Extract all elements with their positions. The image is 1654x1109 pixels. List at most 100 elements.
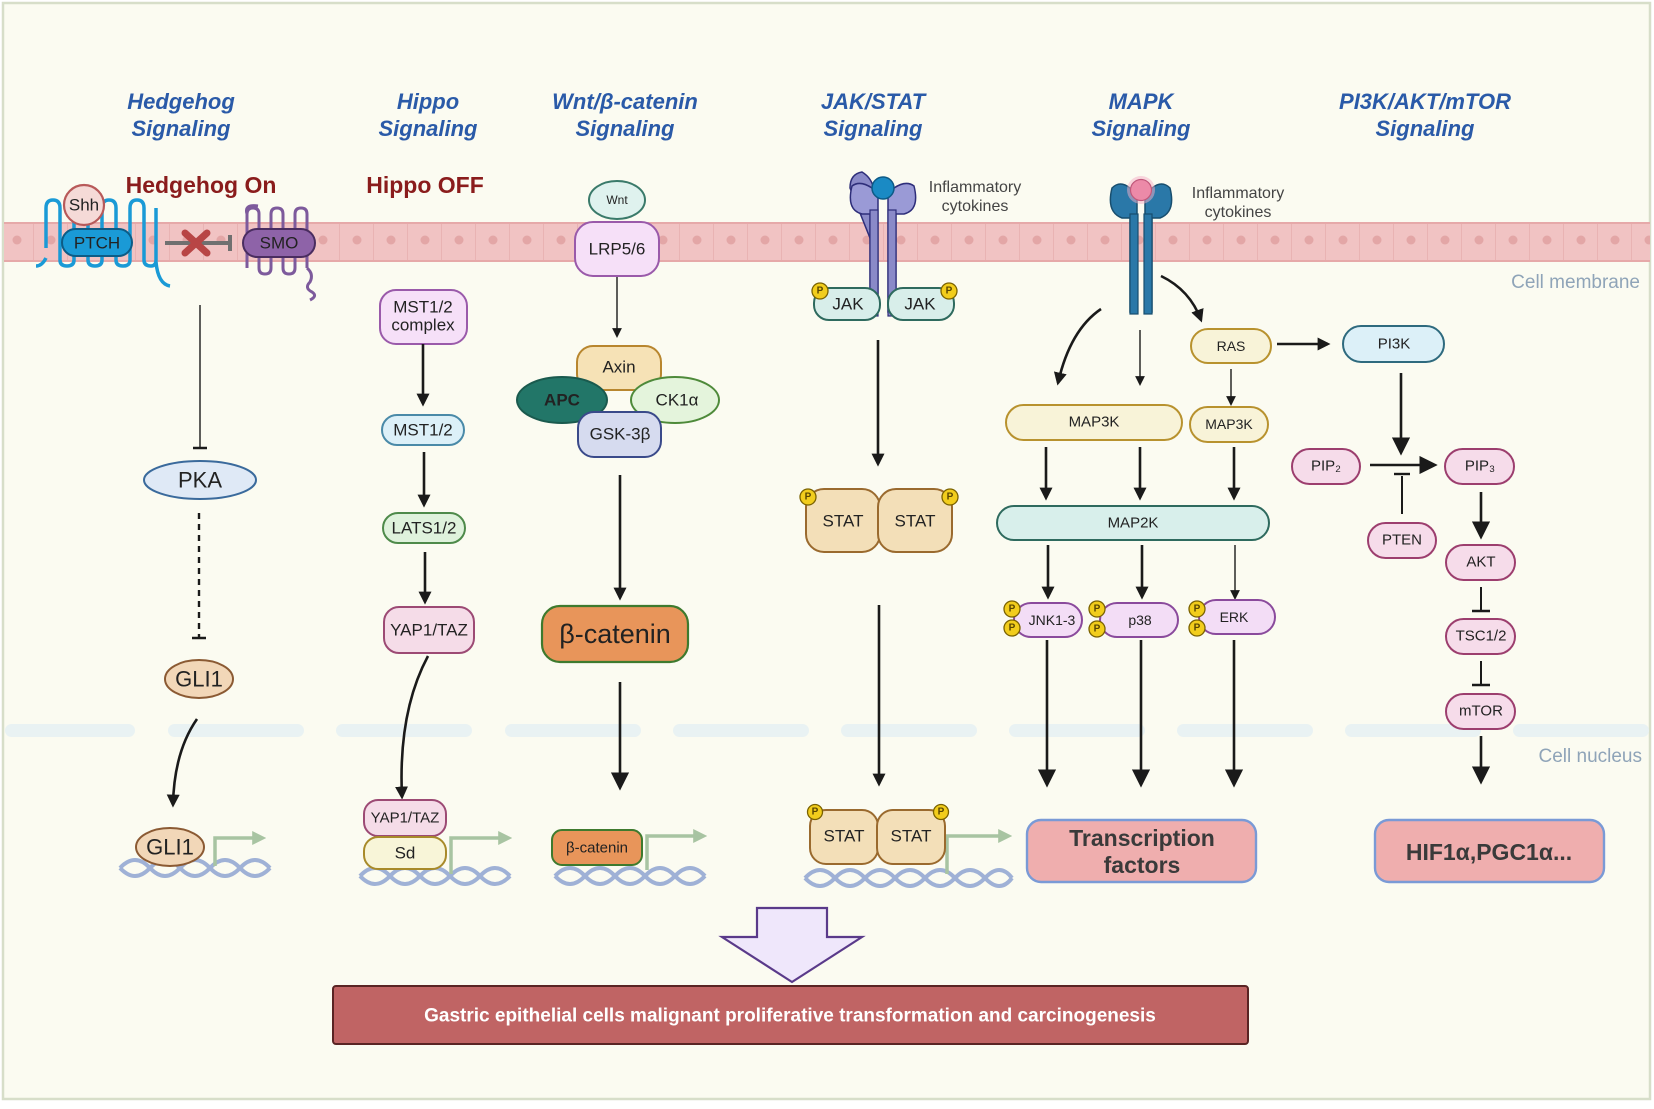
hif-pgc-targets-box bbox=[1373, 818, 1606, 884]
dna-helix-icon bbox=[553, 866, 707, 886]
shh-ligand-node bbox=[62, 183, 106, 227]
phospho-label: P bbox=[805, 492, 812, 503]
title-wnt-l2: Signaling bbox=[576, 116, 676, 141]
tsc12-node bbox=[1445, 618, 1516, 655]
mtor-label: mTOR bbox=[1459, 703, 1503, 720]
pathway-titles: Hedgehog Signaling Hippo Signaling Wnt/β… bbox=[127, 89, 1511, 141]
beta-catenin-nucleus-label: β-catenin bbox=[566, 840, 628, 857]
phospho-icon bbox=[1088, 620, 1106, 638]
smo-receptor-icon bbox=[245, 204, 317, 302]
phospho-label: P bbox=[1009, 604, 1016, 615]
phospho-label: P bbox=[1194, 604, 1201, 615]
mst12-node bbox=[381, 414, 465, 446]
phospho-label: P bbox=[946, 286, 953, 297]
ras-node bbox=[1190, 328, 1272, 364]
phospho-label: P bbox=[1094, 604, 1101, 615]
mst-complex-label-l2: complex bbox=[391, 316, 455, 335]
cytokine-receptor-icon bbox=[1109, 176, 1173, 315]
title-wnt-l1: Wnt/β-catenin bbox=[552, 89, 698, 114]
pip3-node bbox=[1444, 448, 1515, 485]
ras-label: RAS bbox=[1217, 338, 1246, 354]
wnt-pathway: Wnt LRP5/6 Axin APC CK1α GSK-3β β-cateni… bbox=[516, 180, 720, 886]
phospho-label: P bbox=[817, 286, 824, 297]
yap-taz-cytoplasm-node bbox=[383, 606, 475, 654]
shh-label: Shh bbox=[69, 196, 99, 215]
cell-nucleus-label: Cell nucleus bbox=[1539, 746, 1643, 767]
title-mapk-l2: Signaling bbox=[1092, 116, 1192, 141]
stat-dimer-right-node bbox=[877, 488, 953, 553]
pi3k-label: PI3K bbox=[1378, 336, 1411, 353]
stat-nuc-right-label: STAT bbox=[891, 827, 932, 846]
ptch-node bbox=[61, 228, 133, 257]
jnk-label: JNK1-3 bbox=[1029, 612, 1076, 628]
phospho-label: P bbox=[812, 807, 819, 818]
wnt-ligand-node bbox=[588, 180, 646, 220]
phospho-label: P bbox=[947, 492, 954, 503]
jak-left-label: JAK bbox=[832, 295, 864, 314]
phospho-label: P bbox=[1009, 623, 1016, 634]
pten-node bbox=[1367, 522, 1437, 559]
stat-cyto-left-label: STAT bbox=[823, 512, 864, 531]
phospho-icon bbox=[940, 282, 958, 300]
ptch-label: PTCH bbox=[74, 234, 120, 253]
p38-label: p38 bbox=[1128, 612, 1152, 628]
title-pi3k-l1: PI3K/AKT/mTOR bbox=[1339, 89, 1511, 114]
jak-right-label: JAK bbox=[904, 295, 936, 314]
outcome-box bbox=[332, 985, 1249, 1045]
beta-catenin-cytoplasm-label: β-catenin bbox=[559, 619, 671, 649]
jakstat-pathway: Inflammatory cytokines JAK JAK P P STAT … bbox=[799, 171, 1021, 888]
map2k-label: MAP2K bbox=[1108, 515, 1159, 532]
axin-node bbox=[576, 345, 662, 391]
gli1-cytoplasm-label: GLI1 bbox=[175, 667, 223, 692]
phospho-icon bbox=[941, 488, 959, 506]
title-jakstat-l1: JAK/STAT bbox=[821, 89, 927, 114]
mapk-cytokine-label-l2: cytokines bbox=[1205, 204, 1272, 221]
stat-cyto-right-label: STAT bbox=[895, 512, 936, 531]
pka-node bbox=[143, 460, 257, 500]
phospho-icon bbox=[932, 803, 950, 821]
nuclear-envelope bbox=[5, 724, 1649, 737]
stat-nucleus-right-node bbox=[876, 809, 946, 865]
pi3k-node bbox=[1342, 325, 1445, 363]
map3k-ras-node bbox=[1189, 406, 1269, 443]
erk-label: ERK bbox=[1220, 609, 1249, 625]
phospho-icon bbox=[806, 803, 824, 821]
gsk3b-node bbox=[577, 411, 662, 458]
phospho-icon bbox=[1188, 619, 1206, 637]
jak-left-node bbox=[813, 287, 881, 321]
hedgehog-state-label: Hedgehog On bbox=[126, 172, 277, 198]
lats12-label: LATS1/2 bbox=[392, 519, 457, 538]
stat-nuc-left-label: STAT bbox=[824, 827, 865, 846]
gli1-cytoplasm-node bbox=[164, 659, 234, 699]
mst12-label: MST1/2 bbox=[393, 421, 453, 440]
hif-pgc-targets-label: HIF1α,PGC1α... bbox=[1406, 839, 1572, 865]
phospho-icon bbox=[799, 488, 817, 506]
transcription-start-icon bbox=[645, 829, 708, 870]
akt-label: AKT bbox=[1466, 554, 1495, 571]
map2k-node bbox=[996, 505, 1270, 541]
title-hippo-l2: Signaling bbox=[379, 116, 479, 141]
phospho-label: P bbox=[1094, 624, 1101, 635]
transcription-factors-label-l1: Transcription bbox=[1069, 825, 1215, 851]
pi3k-pathway: PI3K PIP₂ PIP₃ PTEN AKT TSC1/2 mTOR HIF1… bbox=[1291, 325, 1606, 884]
outcome-label: Gastric epithelial cells malignant proli… bbox=[424, 1006, 1156, 1027]
ck1a-label: CK1α bbox=[656, 391, 699, 410]
tsc12-label: TSC1/2 bbox=[1456, 628, 1507, 645]
p38-node bbox=[1099, 602, 1179, 638]
mst-complex-label-l1: MST1/2 bbox=[393, 298, 453, 317]
sd-node bbox=[363, 836, 447, 870]
ck1a-node bbox=[630, 376, 720, 424]
dna-helix-icon bbox=[803, 868, 1014, 888]
pip2-label: PIP₂ bbox=[1311, 458, 1341, 475]
gli1-nucleus-node bbox=[135, 827, 205, 867]
lrp56-node bbox=[574, 221, 660, 277]
cell-membrane-label: Cell membrane bbox=[1511, 272, 1640, 293]
mapk-cytokine-label-l1: Inflammatory bbox=[1192, 185, 1284, 202]
smo-node bbox=[242, 228, 316, 258]
yap-taz-cytoplasm-label: YAP1/TAZ bbox=[390, 621, 468, 640]
phospho-icon bbox=[1003, 619, 1021, 637]
pka-label: PKA bbox=[178, 468, 222, 493]
gsk3b-label: GSK-3β bbox=[590, 425, 651, 444]
phospho-label: P bbox=[938, 807, 945, 818]
